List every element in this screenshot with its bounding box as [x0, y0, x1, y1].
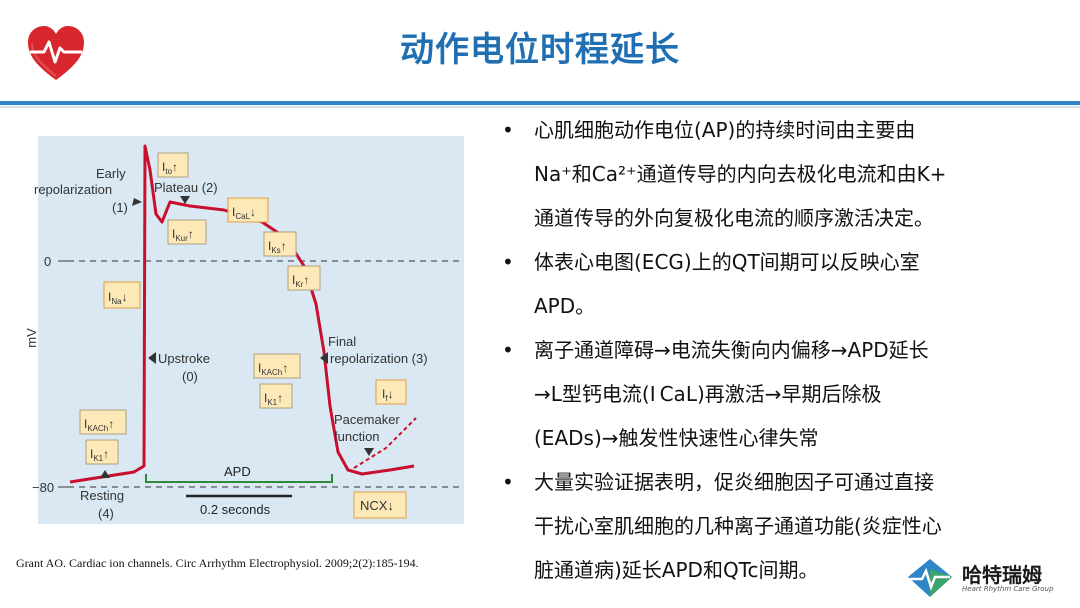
upstroke-pointer: [148, 352, 156, 364]
pacemaker-dashed-curve: [353, 417, 417, 469]
current-box-ical: ICaL↓: [227, 197, 269, 223]
header-divider: [0, 101, 1080, 105]
current-box-ikach2: IKACh↑: [79, 409, 127, 435]
final-repol-label-2: repolarization (3): [330, 351, 428, 366]
svg-text:IK1↑: IK1↑: [264, 391, 283, 407]
current-box-iks: IKs↑: [263, 231, 297, 257]
brand-tagline: Heart Rhythm Care Group: [962, 585, 1054, 593]
resting-label-1: Resting: [80, 488, 124, 503]
header-divider-shadow: [0, 106, 1080, 108]
svg-text:INa↓: INa↓: [108, 290, 128, 306]
heart-ecg-logo-icon: [28, 26, 84, 80]
brand-name: 哈特瑞姆: [962, 563, 1042, 587]
plateau-pointer: [180, 196, 190, 204]
current-box-ikur: IKur↑: [167, 219, 207, 245]
bullet-line: (EADs)→触发性快速性心律失常: [534, 426, 819, 450]
plateau-label: Plateau (2): [154, 180, 218, 195]
resting-label-2: (4): [98, 506, 114, 521]
current-box-ikach1: IKACh↑: [253, 353, 301, 379]
svg-text:IKur↑: IKur↑: [172, 227, 194, 243]
action-potential-diagram: 0 −80 mV APD 0.2 seconds Early repolariz…: [24, 136, 464, 524]
brand-mark-icon: [908, 559, 952, 597]
bullet-line: Na⁺和Ca²⁺通道传导的内向去极化电流和由K+: [534, 162, 947, 186]
svg-text:IKACh↑: IKACh↑: [258, 361, 288, 377]
current-box-ncx: NCX↓: [353, 491, 407, 519]
bullet-line: →L型钙电流(I CaL)再激活→早期后除极: [534, 382, 882, 406]
svg-text:ICaL↓: ICaL↓: [232, 205, 256, 221]
bullet-item: • 大量实验证据表明，促炎细胞因子可通过直接 干扰心室肌细胞的几种离子通道功能(…: [498, 460, 1058, 592]
current-box-ik1b: IK1↑: [85, 439, 119, 465]
early-repol-label-2: repolarization: [34, 182, 112, 197]
apd-bracket: [145, 474, 333, 483]
svg-text:IKr↑: IKr↑: [292, 273, 309, 289]
y-tick-label-minus80: −80: [32, 480, 54, 495]
bullet-line: 通道传导的外向复极化电流的顺序激活决定。: [534, 206, 934, 230]
current-box-if: If↓: [375, 379, 407, 405]
bullet-line: 脏通道病)延长APD和QTc间期。: [534, 558, 819, 582]
bullet-dot: •: [502, 470, 514, 494]
brand-logo: 哈特瑞姆 Heart Rhythm Care Group: [904, 555, 1074, 601]
bullet-line: APD。: [534, 294, 596, 318]
svg-text:IKACh↑: IKACh↑: [84, 417, 114, 433]
bullet-line: 心肌细胞动作电位(AP)的持续时间由主要由: [534, 118, 916, 142]
action-potential-figure: 0 −80 mV APD 0.2 seconds Early repolariz…: [24, 126, 474, 526]
y-tick-label-0: 0: [44, 254, 51, 269]
bullet-line: 体表心电图(ECG)上的QT间期可以反映心室: [534, 250, 920, 274]
early-repol-pointer: [132, 198, 142, 206]
bullet-item: • 离子通道障碍→电流失衡向内偏移→APD延长 →L型钙电流(I CaL)再激活…: [498, 328, 1058, 460]
bullet-item: • 体表心电图(ECG)上的QT间期可以反映心室 APD。: [498, 240, 1058, 328]
y-axis-label: mV: [24, 328, 39, 348]
final-repol-pointer: [320, 352, 328, 364]
final-repol-label-1: Final: [328, 334, 356, 349]
bullet-dot: •: [502, 338, 514, 362]
pacemaker-label-1: Pacemaker: [334, 412, 400, 427]
bullet-item: • 心肌细胞动作电位(AP)的持续时间由主要由 Na⁺和Ca²⁺通道传导的内向去…: [498, 108, 1058, 240]
svg-text:Ito↑: Ito↑: [162, 160, 178, 176]
current-box-ito: Ito↑: [157, 152, 189, 178]
bullet-line: 干扰心室肌细胞的几种离子通道功能(炎症性心: [534, 514, 942, 538]
bullet-dot: •: [502, 118, 514, 142]
current-box-ina: INa↓: [103, 281, 141, 309]
scale-label: 0.2 seconds: [200, 502, 271, 517]
svg-text:If↓: If↓: [382, 387, 394, 403]
current-box-ikr: IKr↑: [287, 265, 321, 291]
early-repol-label-3: (1): [112, 200, 128, 215]
svg-text:IKs↑: IKs↑: [268, 239, 287, 255]
upstroke-label-2: (0): [182, 369, 198, 384]
pacemaker-pointer: [364, 448, 374, 456]
current-box-ik1a: IK1↑: [259, 383, 293, 409]
svg-text:IK1↑: IK1↑: [90, 447, 109, 463]
apd-label: APD: [224, 464, 251, 479]
upstroke-label-1: Upstroke: [158, 351, 210, 366]
bullet-dot: •: [502, 250, 514, 274]
figure-citation: Grant AO. Cardiac ion channels. Circ Arr…: [16, 556, 419, 570]
bullet-line: 大量实验证据表明，促炎细胞因子可通过直接: [534, 470, 934, 494]
early-repol-label-1: Early: [96, 166, 126, 181]
pacemaker-label-2: function: [334, 429, 380, 444]
bullet-line: 离子通道障碍→电流失衡向内偏移→APD延长: [534, 338, 929, 362]
svg-text:NCX↓: NCX↓: [360, 498, 394, 513]
bullet-list: • 心肌细胞动作电位(AP)的持续时间由主要由 Na⁺和Ca²⁺通道传导的内向去…: [498, 108, 1058, 592]
page-title: 动作电位时程延长: [400, 30, 680, 70]
resting-pointer: [100, 470, 110, 478]
